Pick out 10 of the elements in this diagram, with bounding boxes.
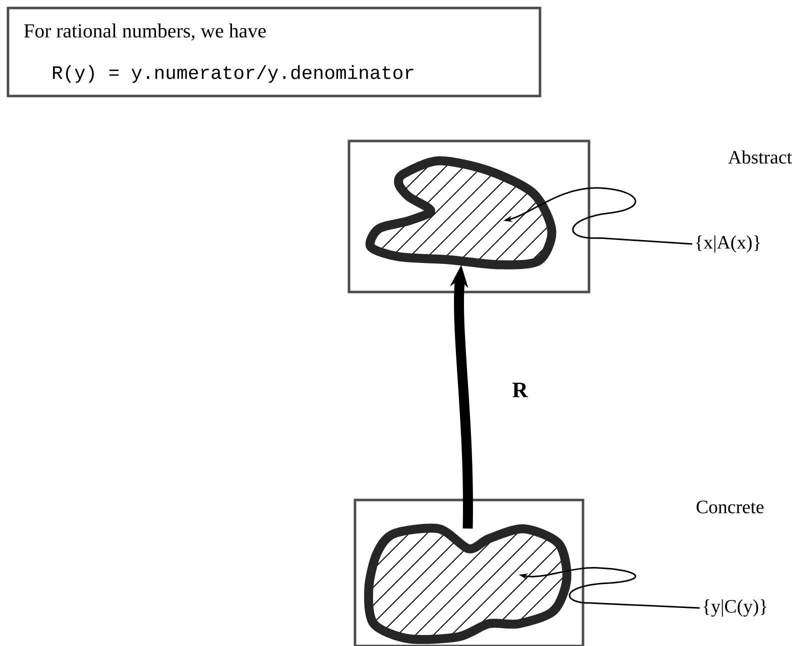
set-label: {y|C(y)} <box>704 599 766 617</box>
region-box <box>348 140 590 294</box>
edge-label: R <box>512 382 528 398</box>
region-box <box>354 498 584 646</box>
blob-shape <box>364 524 572 644</box>
blob-shape <box>366 156 556 270</box>
level-label: Abstract <box>728 150 792 164</box>
note-box: For rational numbers, we have R(y) = y.numerator/y.denominator <box>6 6 542 98</box>
level-label: Concrete <box>696 500 764 514</box>
set-label: {x|A(x)} <box>696 235 760 253</box>
